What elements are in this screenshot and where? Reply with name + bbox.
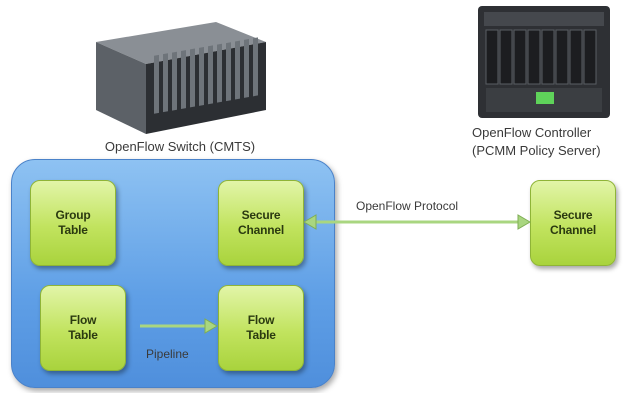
openflow-protocol-label: OpenFlow Protocol (356, 199, 459, 213)
flow-table-1-label: Flow Table (68, 313, 98, 342)
controller-secure-channel-label: Secure Channel (550, 208, 596, 237)
controller-secure-channel-node: Secure Channel (530, 180, 616, 266)
controller-caption: OpenFlow Controller (PCMM Policy Server) (472, 124, 634, 160)
pipeline-label: Pipeline (146, 347, 189, 361)
openflow-protocol-arrow (303, 214, 531, 230)
switch-secure-channel-node: Secure Channel (218, 180, 304, 266)
controller-caption-line1: OpenFlow Controller (472, 125, 592, 140)
flow-table-2-label: Flow Table (246, 313, 276, 342)
flow-table-node-1: Flow Table (40, 285, 126, 371)
switch-secure-channel-label: Secure Channel (238, 208, 284, 237)
group-table-node: Group Table (30, 180, 116, 266)
switch-caption: OpenFlow Switch (CMTS) (104, 139, 256, 154)
controller-caption-line2: (PCMM Policy Server) (472, 143, 601, 158)
flow-table-node-2: Flow Table (218, 285, 304, 371)
group-table-label: Group Table (55, 208, 91, 237)
